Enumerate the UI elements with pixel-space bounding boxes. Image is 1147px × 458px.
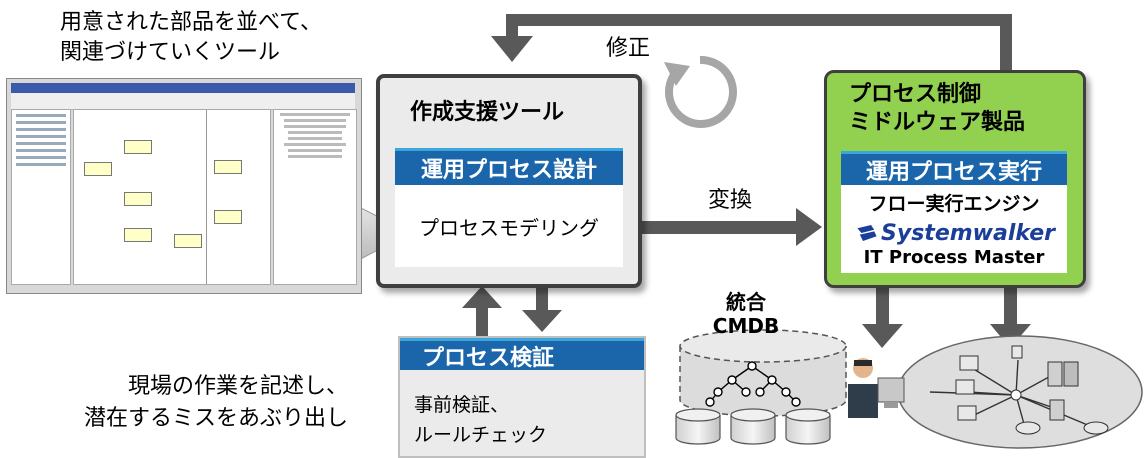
fix-label: 修正 xyxy=(606,36,651,61)
verification-line: ルールチェック xyxy=(414,424,548,446)
verification-box: プロセス検証 事前検証、 ルールチェック xyxy=(398,336,646,458)
screenshot-palette xyxy=(11,109,71,285)
cmdb-label: 統合 CMDB xyxy=(706,290,786,338)
systemwalker-brand: Systemwalker xyxy=(881,220,1055,246)
middleware-title: プロセス制御 ミドルウェア製品 xyxy=(849,81,1025,137)
database-icon xyxy=(675,408,831,445)
screenshot-titlebar xyxy=(11,83,355,93)
user-at-pc-icon xyxy=(848,358,905,418)
product-name: IT Process Master xyxy=(863,247,1045,268)
screenshot-canvas xyxy=(73,109,271,285)
server-icon xyxy=(955,345,1109,435)
process-design-header: 運用プロセス設計 xyxy=(395,148,623,185)
verification-arrows xyxy=(462,286,562,344)
screenshot-tree xyxy=(273,109,357,285)
convert-label: 変換 xyxy=(708,188,753,213)
caption-line: 用意された部品を並べて、 xyxy=(60,10,323,35)
hierarchy-tree-icon xyxy=(705,361,801,407)
screenshot-toolbar xyxy=(11,93,355,110)
authoring-tool-title: 作成支援ツール xyxy=(410,100,565,125)
caption-bottom-left-2: 潜在するミスをあぶり出し xyxy=(84,404,348,434)
convert-arrow xyxy=(642,208,822,246)
process-modeling-label: プロセスモデリング xyxy=(419,215,599,240)
flow-engine-label: フロー実行エンジン xyxy=(868,193,1040,215)
process-exec-header: 運用プロセス実行 xyxy=(841,151,1067,186)
cmdb-label-line: 統合 xyxy=(726,290,766,314)
middleware-title-line: プロセス制御 xyxy=(849,82,982,107)
caption-line: 現場の作業を記述し、 xyxy=(128,374,349,399)
caption-line: 潜在するミスをあぶり出し xyxy=(84,406,349,431)
caption-top-left: 用意された部品を並べて、 関連づけていくツール xyxy=(60,8,322,68)
refresh-cycle-icon xyxy=(664,55,737,128)
middleware-box: プロセス制御 ミドルウェア製品 運用プロセス実行 フロー実行エンジン Syste… xyxy=(824,70,1086,288)
middleware-title-line: ミドルウェア製品 xyxy=(849,110,1026,135)
caption-line: 関連づけていくツール xyxy=(60,40,281,65)
authoring-tool-box: 作成支援ツール 運用プロセス設計 プロセスモデリング xyxy=(376,74,642,288)
cmdb-cylinder xyxy=(679,329,847,417)
engine-panel: フロー実行エンジン Systemwalker IT Process Master xyxy=(841,185,1067,273)
verification-header: プロセス検証 xyxy=(400,338,644,371)
systemwalker-logo-icon: Systemwalker xyxy=(855,219,1055,247)
verification-body: 事前検証、 ルールチェック xyxy=(414,390,547,450)
process-modeling-panel: プロセスモデリング xyxy=(395,185,623,267)
cmdb-label-line: CMDB xyxy=(712,314,780,338)
caption-bottom-left: 現場の作業を記述し、 xyxy=(128,372,348,402)
verification-line: 事前検証、 xyxy=(414,394,510,416)
tool-screenshot xyxy=(6,78,362,294)
